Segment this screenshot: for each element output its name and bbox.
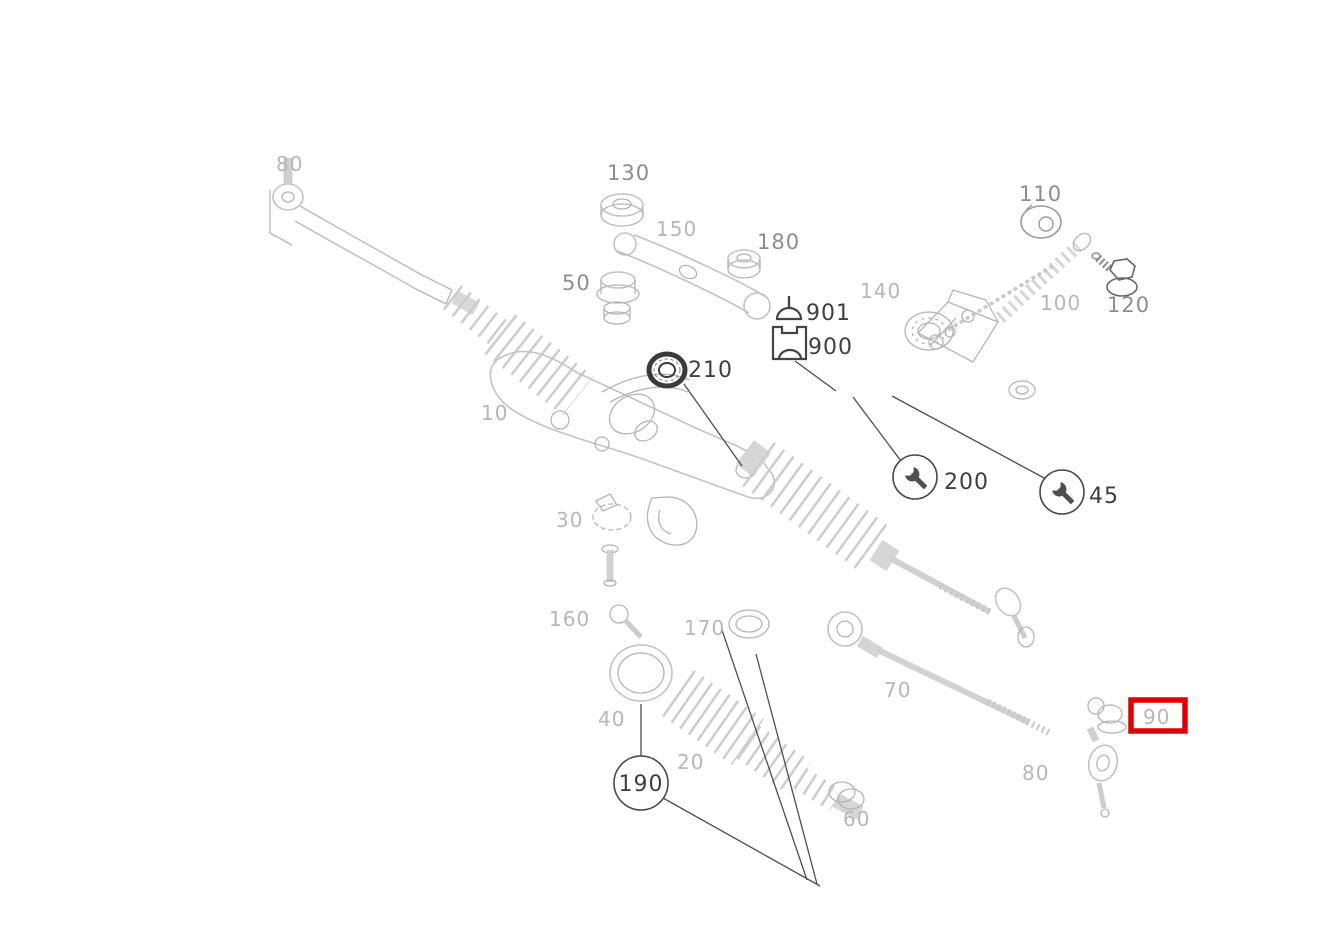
part-label-120[interactable]: 120: [1107, 293, 1150, 317]
bolt-160-part: [609, 604, 643, 639]
bushing-50-part: [596, 271, 640, 325]
part-label-901[interactable]: 901: [806, 301, 851, 326]
part-label-80-right[interactable]: 80: [1022, 761, 1049, 785]
part-label-190[interactable]: 190: [619, 772, 664, 797]
part-label-90[interactable]: 90: [1143, 705, 1170, 729]
part-label-900[interactable]: 900: [808, 335, 853, 360]
bolt-100-part: [944, 262, 1057, 400]
tool-callout-200[interactable]: [892, 454, 938, 500]
part-label-70[interactable]: 70: [884, 678, 911, 702]
lock-nut-90-part: [1087, 697, 1127, 734]
column-shaft-part: [995, 232, 1092, 323]
cap-900-icon: [771, 325, 808, 361]
part-label-100[interactable]: 100: [1040, 291, 1081, 315]
nut-180-part: [727, 249, 761, 279]
part-label-200[interactable]: 200: [944, 470, 989, 495]
part-label-30[interactable]: 30: [556, 508, 583, 532]
ring-170-part: [728, 609, 770, 639]
part-labels: 80 130 110 150 180 50 140 100 120 901 90…: [276, 152, 1170, 831]
highlight-box[interactable]: [1128, 697, 1188, 734]
leader-lines: [640, 360, 1047, 887]
part-label-110[interactable]: 110: [1019, 182, 1062, 206]
part-label-180[interactable]: 180: [757, 230, 800, 254]
part-label-10[interactable]: 10: [481, 401, 508, 425]
kit-callout-190[interactable]: 190: [613, 755, 669, 811]
bellows-boot-20-part: [661, 670, 864, 820]
part-label-130[interactable]: 130: [607, 161, 650, 185]
wrench-icon: [1052, 482, 1075, 505]
clamp-60-part: [828, 781, 865, 810]
left-tie-rod-end-part: [269, 158, 594, 416]
right-tie-rod-end-part: [1086, 726, 1119, 818]
part-label-170[interactable]: 170: [684, 616, 725, 640]
stud-part: [601, 544, 619, 587]
inner-tie-rod-70-part: [827, 611, 1054, 738]
bracket-part: [646, 496, 698, 546]
part-label-20[interactable]: 20: [677, 750, 704, 774]
lock-nut-130-part: [600, 193, 644, 227]
part-label-45[interactable]: 45: [1089, 484, 1119, 509]
part-label-160[interactable]: 160: [549, 607, 590, 631]
steering-damper-150-part: [613, 232, 771, 320]
part-label-50[interactable]: 50: [562, 271, 591, 295]
seal-210-part: [646, 351, 688, 389]
steering-coupling-part: [916, 289, 999, 363]
plug-901-icon: [775, 296, 803, 321]
part-label-80-left[interactable]: 80: [276, 152, 303, 176]
part-label-150[interactable]: 150: [656, 217, 697, 241]
part-label-60[interactable]: 60: [843, 807, 870, 831]
bolt-120-part: [1091, 252, 1138, 297]
part-label-140[interactable]: 140: [860, 279, 901, 303]
clamp-30-part: [592, 493, 632, 531]
steering-gear-housing-part: [489, 350, 1035, 648]
part-label-210[interactable]: 210: [688, 358, 733, 383]
tool-callout-45[interactable]: [1039, 469, 1085, 515]
support-ring-40-part: [609, 644, 673, 702]
wrench-icon: [905, 467, 928, 490]
part-label-40[interactable]: 40: [598, 707, 625, 731]
nut-110-part: [1020, 204, 1062, 239]
